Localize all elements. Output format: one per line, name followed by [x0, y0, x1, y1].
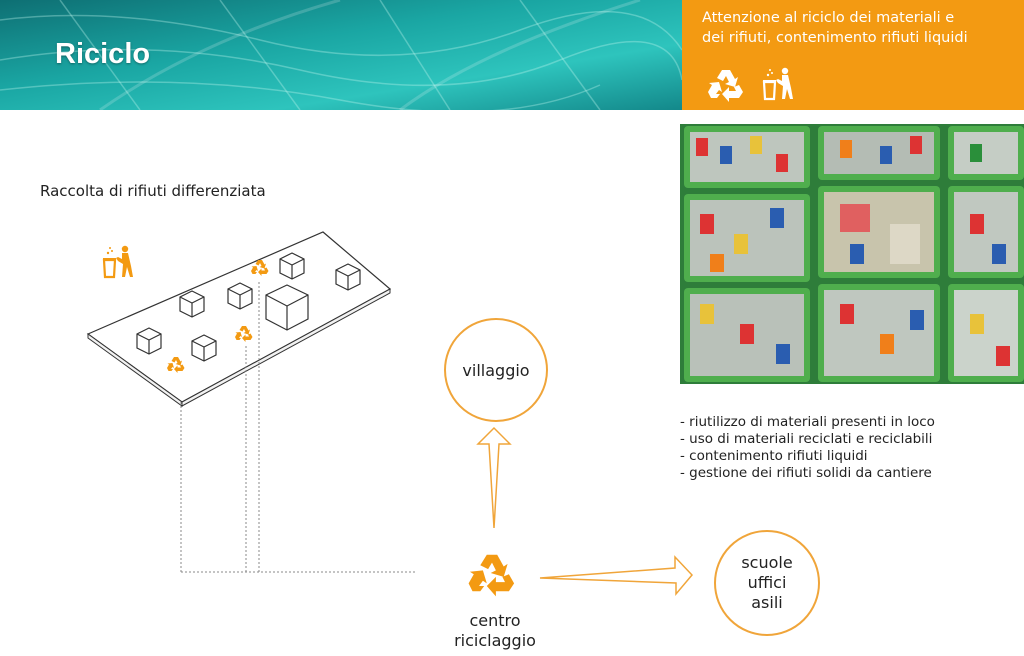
header-banner [0, 0, 682, 110]
centro-line2: riciclaggio [454, 631, 536, 650]
trash-bin-person-icon [101, 244, 135, 279]
node-scuole: scuole uffici asili [714, 530, 820, 636]
waste-cube [136, 327, 162, 355]
node-scuole-line3: asili [751, 593, 783, 612]
panel-text-line1: Attenzione al riciclo dei materiali e [702, 10, 955, 26]
waste-cube-large [265, 284, 309, 331]
node-centro-label: centro riciclaggio [440, 611, 550, 651]
waste-cube [279, 252, 305, 280]
waste-cube [227, 282, 253, 310]
node-villaggio-label: villaggio [462, 360, 530, 380]
recycling-bins-photo [680, 124, 1024, 384]
bullet-item: - gestione dei rifiuti solidi da cantier… [680, 465, 932, 481]
bullet-item: - uso di materiali reciclati e reciclabi… [680, 431, 933, 447]
node-scuole-line1: scuole [741, 553, 793, 572]
waste-cube [335, 263, 361, 291]
node-scuole-line2: uffici [747, 573, 787, 592]
panel-text-line2: dei rifiuti, contenimento rifiuti liquid… [702, 30, 968, 46]
arrow-to-scuole [539, 555, 694, 597]
node-villaggio: villaggio [444, 318, 548, 422]
info-panel: Attenzione al riciclo dei materiali e de… [682, 0, 1024, 110]
bullet-item: - contenimento rifiuti liquidi [680, 448, 868, 464]
arrow-to-villaggio [476, 426, 512, 529]
page-title: Riciclo [55, 38, 151, 70]
bullet-item: - riutilizzo di materiali presenti in lo… [680, 414, 935, 430]
strategy-bullet-list: - riutilizzo di materiali presenti in lo… [680, 414, 935, 482]
section-label: Raccolta di rifiuti differenziata [40, 182, 266, 200]
recycle-icon [468, 554, 515, 597]
centro-line1: centro [469, 611, 521, 630]
waste-cube [179, 290, 205, 318]
waste-cube [191, 334, 217, 362]
